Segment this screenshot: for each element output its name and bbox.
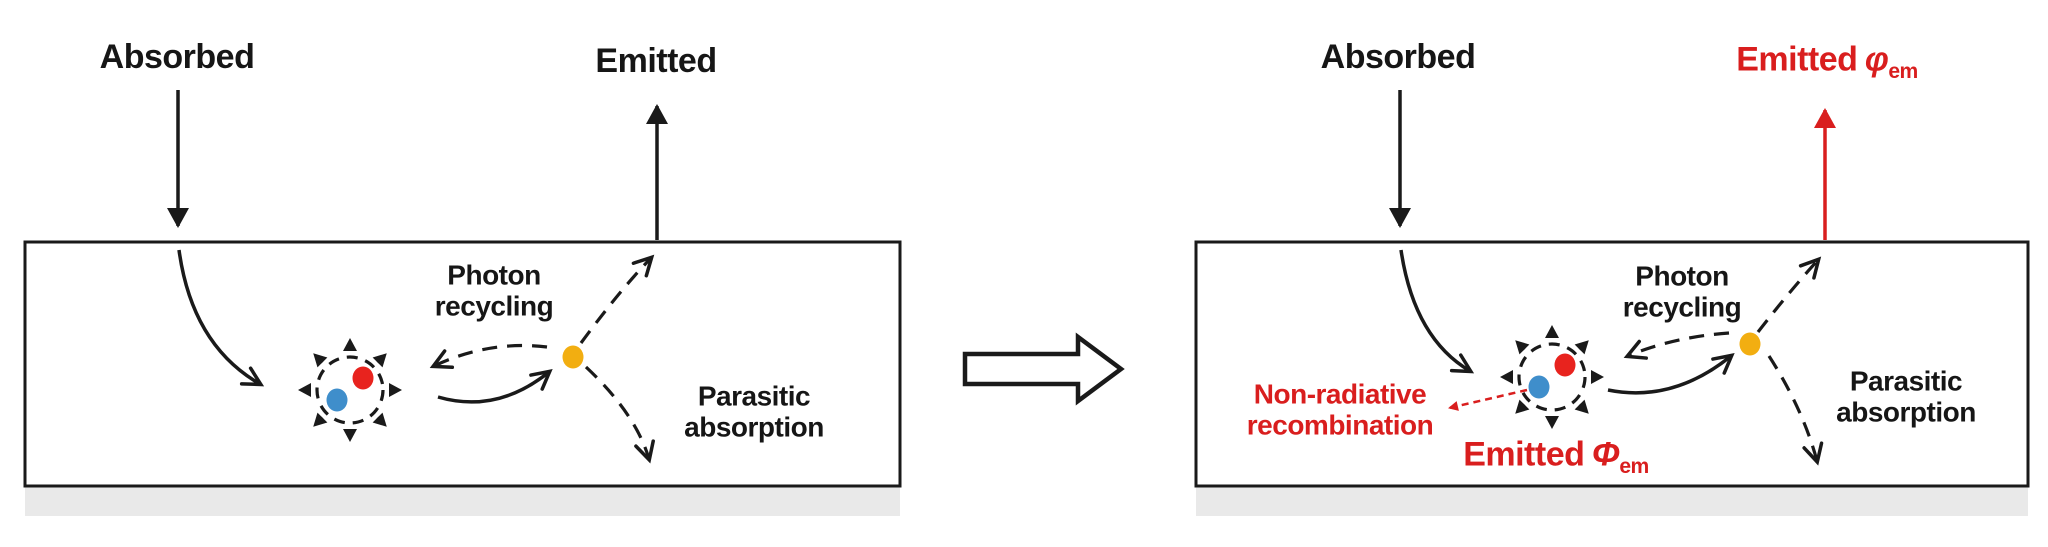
transform-arrow-icon [962,332,1125,406]
left-reabsorption-arrow [429,343,548,370]
right-non-radiative-arrow [1448,388,1528,411]
right-substrate [1196,486,2028,516]
left-photon-icon [562,345,584,369]
right-photon-escape-arrow [1756,256,1822,333]
right-photon-icon [1739,332,1761,356]
left-photon-escape-arrow [579,254,655,344]
right-sample-box [1194,240,2030,488]
left-incoming-light-arrow [177,249,265,387]
left-photon-recycling-label: Photon recycling [434,259,554,322]
left-parasitic-absorption-label: Parasitic absorption [684,380,824,443]
right-incoming-light-arrow [1399,249,1475,374]
left-parasitic-arrow [584,365,655,464]
left-absorbed-label: Absorbed [99,37,255,76]
right-photon-recycling-label: Photon recycling [1622,260,1742,323]
right-emission-arrow [1607,353,1735,395]
right-reabsorption-arrow [1623,331,1730,360]
left-substrate [25,486,900,516]
left-panel [23,90,902,516]
right-absorbed-label: Absorbed [1320,37,1476,76]
left-sample-box [23,240,902,488]
right-parasitic-absorption-label: Parasitic absorption [1836,365,1976,428]
left-emission-arrow [437,369,553,404]
right-non-radiative-label: Non-radiative recombination [1246,378,1434,441]
right-panel [1194,90,2030,516]
left-emitted-label: Emitted [595,41,717,80]
right-parasitic-arrow [1767,355,1824,466]
